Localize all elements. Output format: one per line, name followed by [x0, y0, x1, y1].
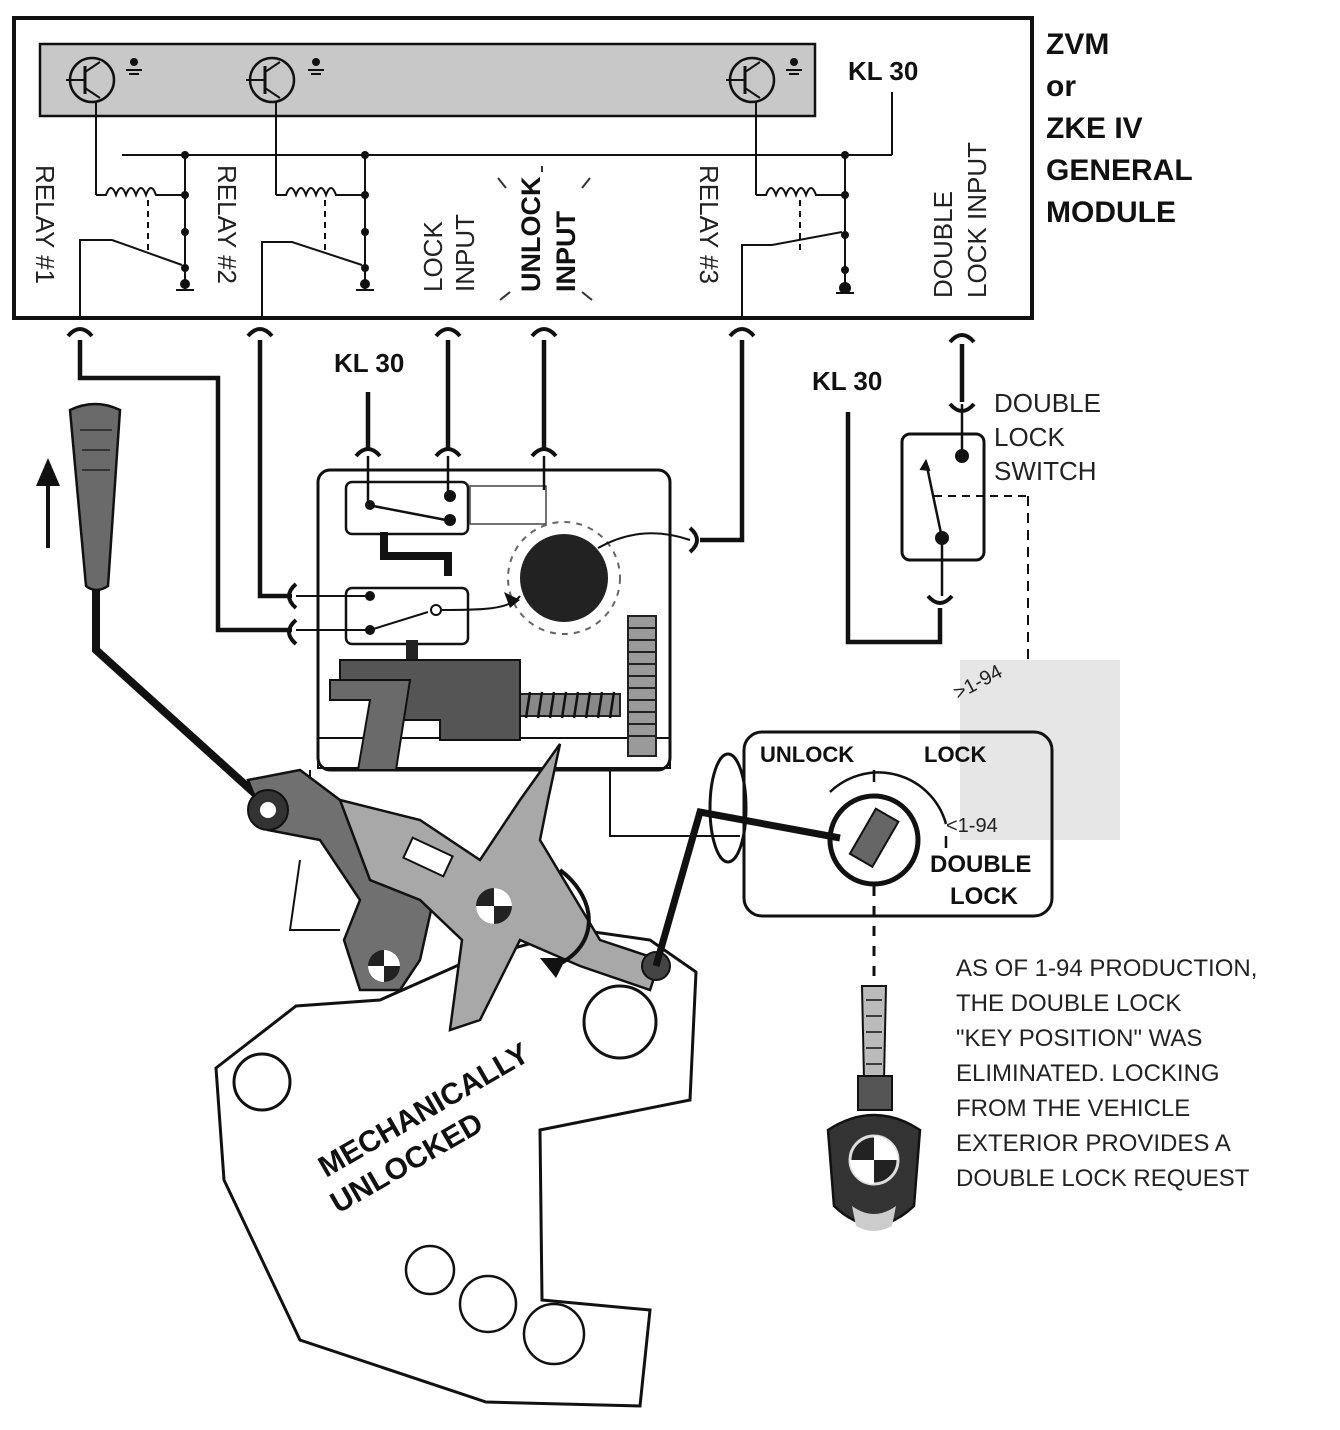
lock-input-label-line-2: INPUT: [450, 214, 480, 292]
kl30-right-label: KL 30: [812, 366, 882, 396]
transistor-2: [246, 56, 324, 104]
relay-1: [79, 102, 194, 320]
date-before-label: <1-94: [946, 815, 998, 837]
unlock-input-label-line-1: UNLOCK: [516, 176, 546, 292]
kl30-center-label: KL 30: [334, 348, 404, 378]
module-title: ZVM or ZKE IV GENERAL MODULE: [1046, 28, 1193, 229]
double-lock-switch-label-line-1: DOUBLE: [994, 388, 1101, 418]
door-latch: [214, 743, 740, 1408]
key-lock-label: LOCK: [924, 742, 986, 767]
double-lock-switch-label-line-3: SWITCH: [994, 456, 1097, 486]
note-line-5: FROM THE VEHICLE: [956, 1095, 1190, 1122]
unlock-input-highlight: [497, 166, 593, 301]
wiring: [77, 340, 965, 645]
note-line-7: DOUBLE LOCK REQUEST: [956, 1165, 1250, 1192]
note-line-3: "KEY POSITION" WAS: [956, 1025, 1202, 1052]
double-lock-input-label-line-1: DOUBLE: [928, 191, 958, 298]
module-title-line-2: or: [1046, 70, 1076, 103]
up-arrow-icon: [36, 458, 60, 548]
key-cylinder-panel: [742, 660, 1120, 1000]
transistor-1: [66, 56, 142, 104]
relay-2: [261, 102, 374, 320]
central-lock-actuator: [296, 456, 691, 772]
double-lock-label-line-2: LOCK: [950, 883, 1019, 910]
key-unlock-label: UNLOCK: [760, 742, 854, 767]
double-lock-label-line-1: DOUBLE: [930, 851, 1031, 878]
note-line-2: THE DOUBLE LOCK: [956, 990, 1181, 1017]
double-lock-switch-label-line-2: LOCK: [994, 422, 1065, 452]
module-title-line-4: GENERAL: [1046, 154, 1193, 187]
car-key-icon: [826, 985, 922, 1231]
key-cylinder-linkage: [652, 752, 841, 967]
relay-1-label: RELAY #1: [30, 165, 60, 284]
interior-lock-button: [68, 402, 265, 803]
module-title-line-1: ZVM: [1046, 28, 1109, 61]
module-title-line-5: MODULE: [1046, 196, 1176, 229]
module-kl30-label: KL 30: [848, 56, 918, 86]
note-line-1: AS OF 1-94 PRODUCTION,: [956, 955, 1257, 982]
production-note: AS OF 1-94 PRODUCTION, THE DOUBLE LOCK "…: [956, 955, 1257, 1192]
double-lock-input-label-line-2: LOCK INPUT: [962, 142, 992, 298]
relay-2-label: RELAY #2: [212, 165, 242, 284]
relay-3-label: RELAY #3: [694, 165, 724, 284]
general-module: [12, 16, 1034, 320]
transistor-3: [726, 56, 802, 104]
unlock-input-label-line-2: INPUT: [551, 210, 581, 292]
note-line-6: EXTERIOR PROVIDES A: [956, 1130, 1231, 1157]
relay-3: [741, 102, 854, 320]
lock-input-label-line-1: LOCK: [418, 221, 448, 292]
module-title-line-3: ZKE IV: [1046, 112, 1143, 145]
note-line-4: ELIMINATED. LOCKING: [956, 1060, 1220, 1087]
